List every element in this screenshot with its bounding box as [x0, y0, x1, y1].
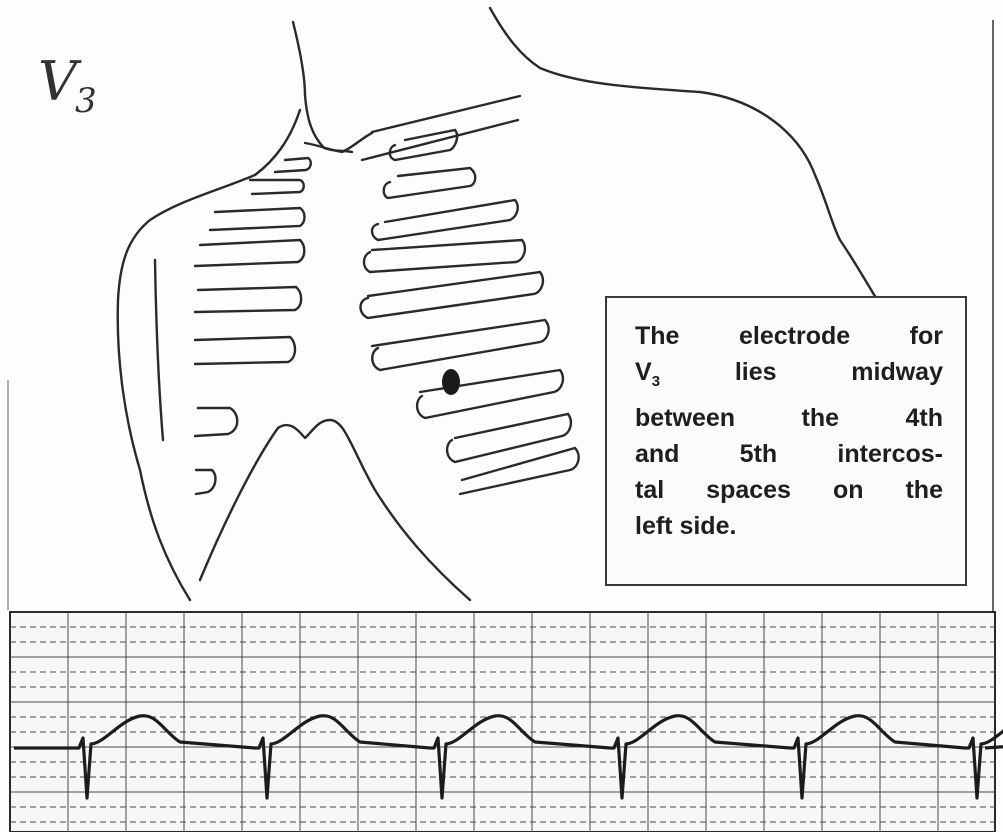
ribs-left	[195, 158, 311, 494]
caption-text: lies midway	[660, 358, 943, 386]
caption-line: The electrode for	[635, 318, 943, 354]
lead-label-main: V	[38, 50, 75, 113]
ecg-strip	[10, 612, 1003, 832]
caption-text: V	[635, 358, 652, 386]
caption-line: between the 4th	[635, 400, 943, 436]
caption-line: and 5th intercos-	[635, 436, 943, 472]
caption-line: tal spaces on the	[635, 472, 943, 508]
caption-text: left side.	[635, 512, 736, 540]
caption-line: V3 lies midway	[635, 354, 943, 400]
caption-line: left side.	[635, 508, 943, 544]
caption-text: tal spaces on the	[635, 476, 943, 504]
caption-text: and 5th intercos-	[635, 440, 943, 468]
caption-text: between the 4th	[635, 404, 943, 432]
v3-electrode-dot	[442, 369, 460, 395]
lead-label-sub: 3	[75, 81, 95, 121]
caption-subscript: 3	[652, 373, 660, 390]
caption-box: The electrode for V3 lies midway between…	[605, 296, 967, 586]
lead-label: V3	[38, 50, 95, 121]
ribs-right	[361, 96, 579, 494]
caption-text: The electrode for	[635, 322, 943, 350]
